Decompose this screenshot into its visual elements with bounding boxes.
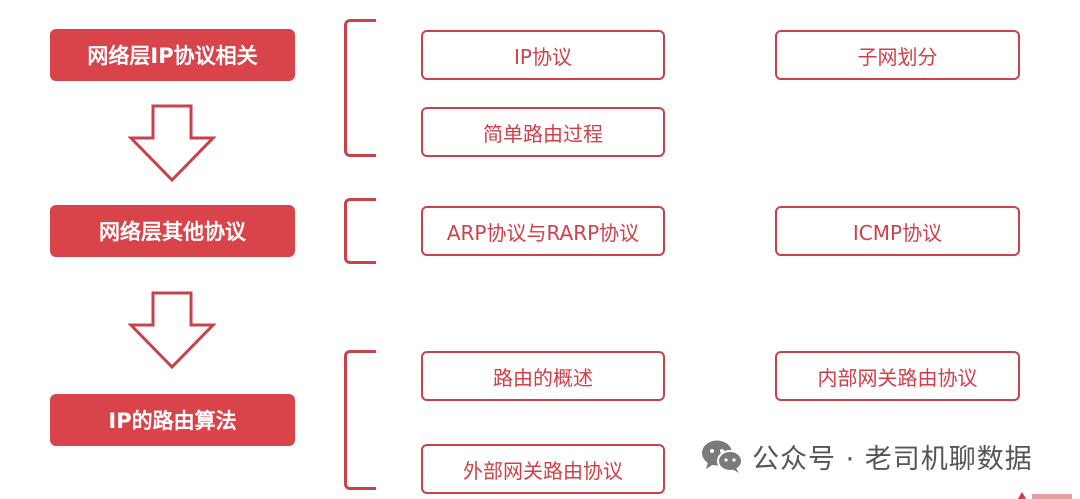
item-simple-routing-process: 简单路由过程 — [421, 107, 665, 157]
item-label: 外部网关路由协议 — [463, 458, 623, 483]
bracket-group-2 — [344, 198, 376, 264]
item-arp-rarp: ARP协议与RARP协议 — [421, 206, 665, 256]
item-label: ICMP协议 — [852, 220, 943, 245]
category-other-network-protocols: 网络层其他协议 — [50, 205, 295, 257]
item-exterior-gateway-protocol: 外部网关路由协议 — [421, 444, 665, 494]
category-label: 网络层IP协议相关 — [87, 44, 258, 68]
bracket-group-1 — [344, 19, 376, 157]
down-arrow-icon — [128, 104, 216, 182]
category-label: 网络层其他协议 — [99, 220, 246, 244]
item-icmp: ICMP协议 — [775, 206, 1020, 256]
item-label: 子网划分 — [857, 44, 938, 69]
category-ip-protocol-related: 网络层IP协议相关 — [50, 29, 295, 81]
item-interior-gateway-protocol: 内部网关路由协议 — [775, 351, 1020, 401]
wechat-icon — [702, 440, 743, 473]
item-routing-overview: 路由的概述 — [421, 351, 665, 401]
watermark: 公众号 · 老司机聊数据 — [700, 436, 1033, 476]
category-label: IP的路由算法 — [108, 409, 237, 433]
item-label: 路由的概述 — [493, 365, 593, 390]
item-label: IP协议 — [514, 44, 572, 69]
category-ip-routing-algorithms: IP的路由算法 — [50, 394, 295, 446]
item-label: ARP协议与RARP协议 — [446, 220, 640, 245]
item-label: 内部网关路由协议 — [817, 365, 978, 390]
item-label: 简单路由过程 — [483, 121, 603, 146]
bracket-group-3 — [344, 350, 376, 490]
item-ip-protocol: IP协议 — [421, 30, 665, 80]
corner-logo-fragment — [1010, 485, 1080, 499]
watermark-text: 公众号 · 老司机聊数据 — [752, 443, 1033, 475]
item-subnetting: 子网划分 — [775, 30, 1020, 80]
down-arrow-icon — [128, 291, 216, 369]
